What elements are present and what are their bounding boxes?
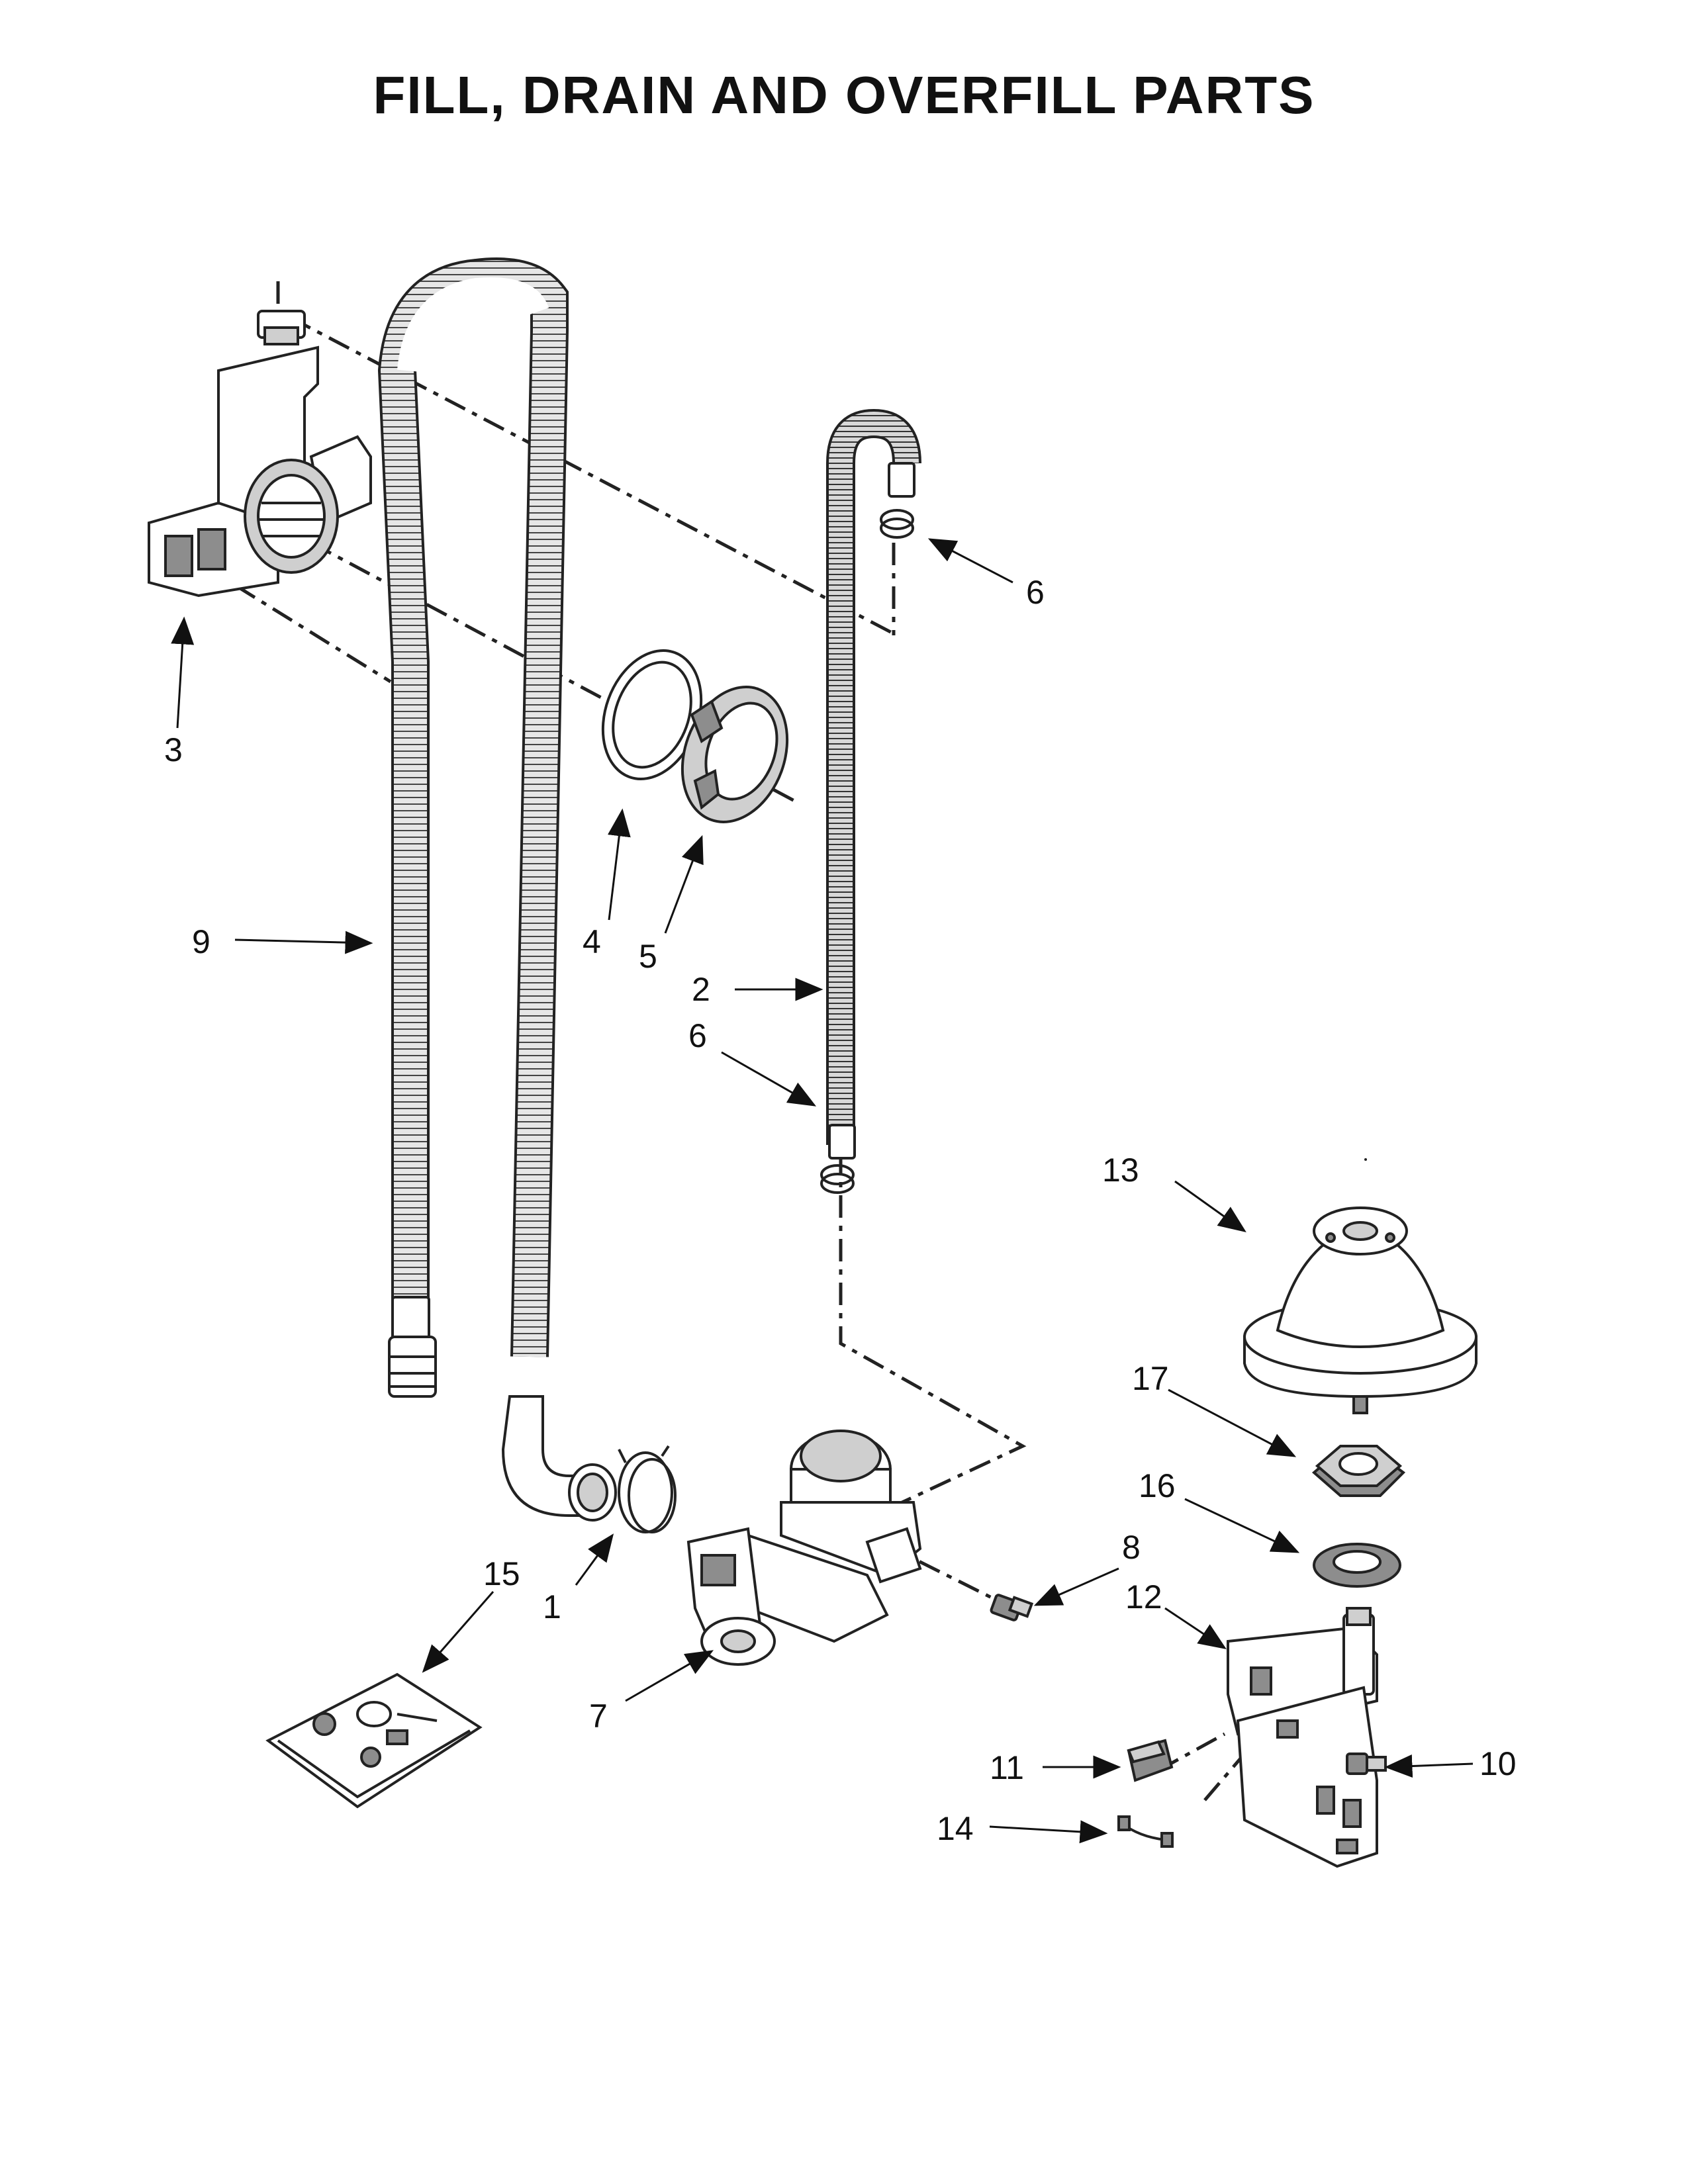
callout-14: 14	[937, 1810, 974, 1847]
callout-6-lower: 6	[688, 1017, 707, 1054]
callout-17: 17	[1132, 1360, 1169, 1397]
callout-11: 11	[990, 1749, 1024, 1786]
part-8-screw	[990, 1594, 1034, 1621]
callout-9: 9	[192, 923, 211, 960]
callout-4: 4	[583, 923, 601, 960]
leader-arrows	[171, 538, 1474, 1844]
part-5-nut	[680, 686, 789, 823]
callout-13: 13	[1102, 1152, 1139, 1189]
callout-3: 3	[164, 731, 183, 768]
part-6-clamp-upper	[880, 509, 914, 539]
part-14-wire-harness	[1117, 1815, 1174, 1848]
callout-7: 7	[589, 1698, 608, 1735]
part-16-washer	[1313, 1543, 1401, 1588]
part-3-drain-connector	[148, 310, 372, 598]
part-10-screw	[1346, 1752, 1387, 1775]
callout-numbers: 1 2 3 4 5 6 6 7 8 9 10 11 12 13 14 15 16…	[164, 574, 1517, 1847]
page-title: FILL, DRAIN AND OVERFILL PARTS	[373, 66, 1315, 124]
callout-8: 8	[1122, 1529, 1141, 1566]
callout-12: 12	[1125, 1578, 1162, 1615]
callout-15: 15	[483, 1555, 520, 1592]
part-11-switch	[1127, 1739, 1174, 1782]
part-13-float	[1243, 1158, 1477, 1414]
callout-6-upper: 6	[1026, 574, 1045, 611]
part-12-switch-bracket	[1227, 1607, 1378, 1868]
callout-5: 5	[639, 938, 657, 975]
callout-16: 16	[1139, 1467, 1176, 1504]
part-9-drain-hose	[377, 257, 617, 1522]
part-1-hose-clamp	[618, 1445, 677, 1533]
callout-1: 1	[543, 1588, 561, 1625]
part-6-clamp-lower	[820, 1164, 855, 1194]
part-2-fill-hose	[826, 408, 921, 1160]
part-17-float-nut	[1311, 1445, 1406, 1497]
callout-10: 10	[1479, 1745, 1517, 1782]
part-15-parts-kit	[265, 1672, 483, 1809]
part-7-water-valve	[686, 1430, 922, 1666]
callout-2: 2	[692, 971, 710, 1008]
